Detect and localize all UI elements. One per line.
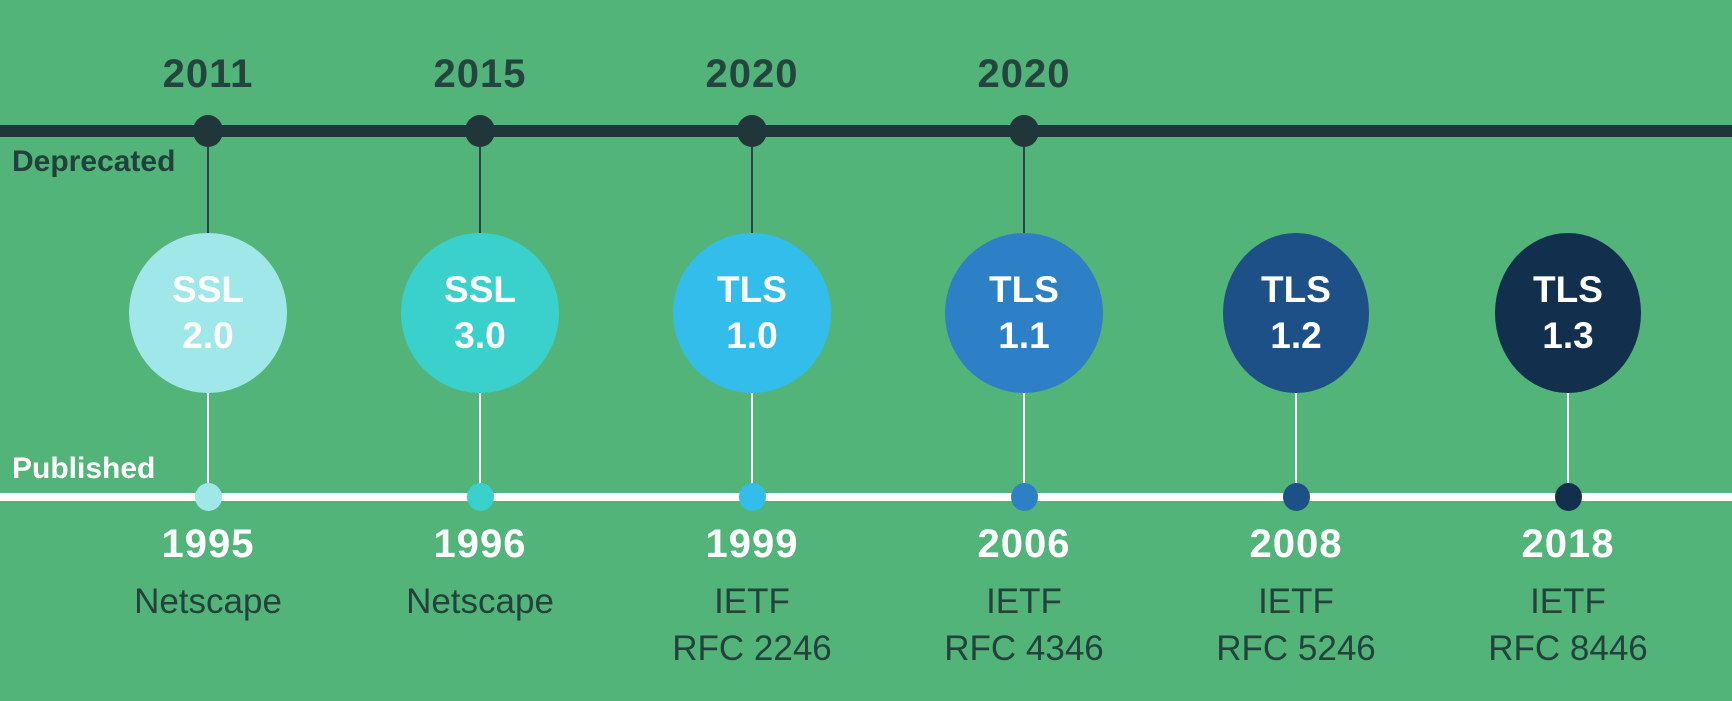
published-connector-line [751, 393, 753, 493]
deprecated-dot [193, 115, 223, 147]
protocol-version: 2.0 [182, 315, 234, 356]
publisher-line: RFC 4346 [944, 629, 1104, 668]
publisher-line: IETF [986, 582, 1062, 621]
published-dot [1554, 483, 1582, 511]
published-year-label: 2006 [977, 522, 1071, 566]
published-dot [738, 483, 766, 511]
deprecated-year-label: 2020 [977, 52, 1071, 96]
published-year-label: 2008 [1249, 522, 1343, 566]
publisher-line: Netscape [406, 582, 554, 621]
protocol-name: SSL [172, 269, 244, 310]
publisher-label: IETF RFC 2246 [672, 578, 832, 672]
timeline-item: 2020 TLS 1.0 1999 IETF RFC 2246 [616, 0, 888, 701]
timeline-item: TLS 1.2 2008 IETF RFC 5246 [1160, 0, 1432, 701]
protocol-name: TLS [717, 269, 787, 310]
timeline-item: 2020 TLS 1.1 2006 IETF RFC 4346 [888, 0, 1160, 701]
protocol-circle: TLS 1.0 [673, 233, 831, 393]
protocol-version: 1.2 [1270, 315, 1322, 356]
publisher-line: IETF [1530, 582, 1606, 621]
timeline-item: TLS 1.3 2018 IETF RFC 8446 [1432, 0, 1704, 701]
publisher-line: Netscape [134, 582, 282, 621]
timeline-item: 2015 SSL 3.0 1996 Netscape [344, 0, 616, 701]
deprecated-connector-line [1023, 137, 1025, 235]
deprecated-dot [737, 115, 767, 147]
protocol-circle: TLS 1.3 [1495, 233, 1641, 393]
published-dot [1282, 483, 1310, 511]
deprecated-connector-line [207, 137, 209, 235]
protocol-circle: TLS 1.2 [1223, 233, 1369, 393]
protocol-circle: SSL 2.0 [129, 233, 287, 393]
protocol-circle: TLS 1.1 [945, 233, 1103, 393]
published-connector-line [1023, 393, 1025, 493]
deprecated-dot [1009, 115, 1039, 147]
published-connector-line [1567, 393, 1569, 493]
publisher-label: Netscape [406, 578, 554, 625]
publisher-line: IETF [714, 582, 790, 621]
published-year-label: 1996 [433, 522, 527, 566]
published-axis-line [0, 493, 1732, 501]
deprecated-axis-line [0, 125, 1732, 137]
published-connector-line [479, 393, 481, 493]
published-dot [194, 483, 222, 511]
published-dot [466, 483, 494, 511]
protocol-name: TLS [1261, 269, 1331, 310]
deprecated-connector-line [751, 137, 753, 235]
publisher-line: IETF [1258, 582, 1334, 621]
published-connector-line [207, 393, 209, 493]
publisher-line: RFC 2246 [672, 629, 832, 668]
deprecated-connector-line [479, 137, 481, 235]
protocol-name: SSL [444, 269, 516, 310]
protocol-name: TLS [989, 269, 1059, 310]
protocol-version: 1.1 [998, 315, 1050, 356]
protocol-name: TLS [1533, 269, 1603, 310]
protocol-circle: SSL 3.0 [401, 233, 559, 393]
published-axis-label: Published [12, 452, 156, 485]
protocol-version: 1.0 [726, 315, 778, 356]
deprecated-year-label: 2015 [433, 52, 527, 96]
published-year-label: 1999 [705, 522, 799, 566]
protocol-version: 3.0 [454, 315, 506, 356]
deprecated-year-label: 2011 [162, 52, 254, 96]
publisher-label: IETF RFC 8446 [1488, 578, 1648, 672]
publisher-label: Netscape [134, 578, 282, 625]
published-year-label: 1995 [161, 522, 255, 566]
published-dot [1010, 483, 1038, 511]
published-year-label: 2018 [1521, 522, 1615, 566]
publisher-label: IETF RFC 5246 [1216, 578, 1376, 672]
deprecated-dot [465, 115, 495, 147]
protocol-version: 1.3 [1542, 315, 1594, 356]
deprecated-axis-label: Deprecated [12, 145, 176, 178]
timeline-item: 2011 SSL 2.0 1995 Netscape [72, 0, 344, 701]
publisher-line: RFC 5246 [1216, 629, 1376, 668]
publisher-line: RFC 8446 [1488, 629, 1648, 668]
published-connector-line [1295, 393, 1297, 493]
publisher-label: IETF RFC 4346 [944, 578, 1104, 672]
deprecated-year-label: 2020 [705, 52, 799, 96]
